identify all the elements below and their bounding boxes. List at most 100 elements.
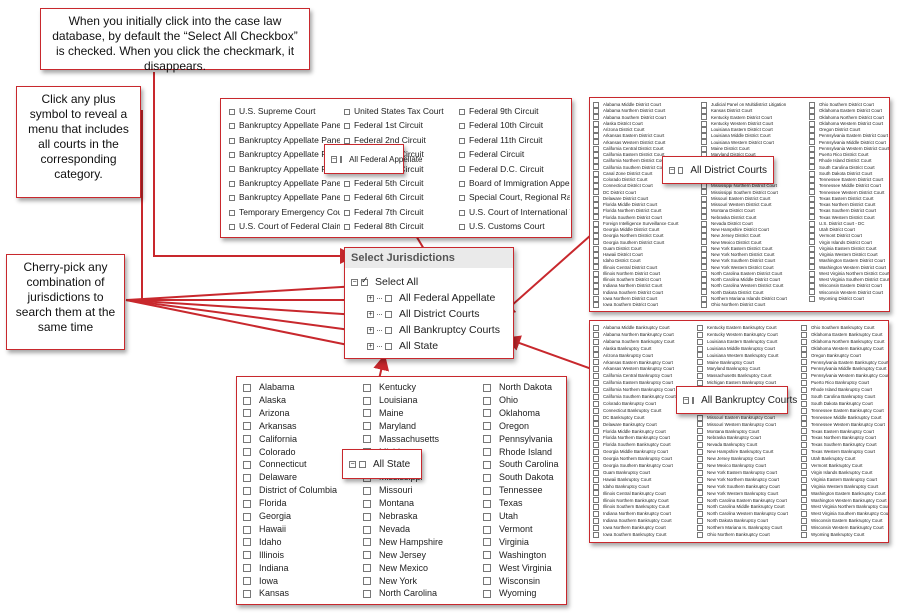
checkbox[interactable] <box>243 499 251 508</box>
checkbox[interactable] <box>801 524 807 531</box>
checkbox[interactable] <box>697 524 703 531</box>
checkbox[interactable] <box>593 214 599 221</box>
checkbox[interactable] <box>229 209 235 216</box>
checkbox[interactable] <box>801 393 807 400</box>
checkbox[interactable] <box>593 245 599 252</box>
list-item[interactable]: Arizona Bankruptcy Court <box>593 352 693 360</box>
checkbox[interactable] <box>701 276 707 283</box>
list-item[interactable]: Maine Bankruptcy Court <box>697 359 797 367</box>
checkbox[interactable] <box>243 538 251 547</box>
list-item[interactable]: Florida <box>243 497 359 510</box>
list-item[interactable]: California Southern Bankruptcy Court <box>593 393 693 401</box>
list-item[interactable]: Washington Western Bankruptcy Court <box>801 497 888 505</box>
checkbox[interactable] <box>593 476 599 483</box>
checkbox[interactable] <box>593 428 599 435</box>
list-item[interactable]: New Hampshire District Court <box>701 226 805 234</box>
checkbox[interactable] <box>701 245 707 252</box>
list-item[interactable]: DC District Court <box>593 189 697 197</box>
list-item[interactable]: Tennessee <box>483 484 566 497</box>
checkbox[interactable] <box>593 373 599 380</box>
checkbox[interactable] <box>697 462 703 469</box>
checkbox[interactable] <box>593 233 599 240</box>
list-item[interactable]: West Virginia Northern District Court <box>809 270 889 278</box>
list-item[interactable]: Alabama Southern District Court <box>593 114 697 122</box>
list-item[interactable]: Federal 8th Circuit <box>344 220 455 232</box>
checkbox[interactable] <box>593 151 599 158</box>
checkbox[interactable] <box>483 499 491 508</box>
list-item[interactable]: Florida Northern District Court <box>593 207 697 215</box>
list-item[interactable]: Oregon Bankruptcy Court <box>801 352 888 360</box>
checkbox[interactable] <box>697 476 703 483</box>
list-item[interactable]: Texas Northern Bankruptcy Court <box>801 434 888 442</box>
checkbox[interactable] <box>593 455 599 462</box>
list-item[interactable]: New Hampshire Bankruptcy Court <box>697 448 797 456</box>
checkbox[interactable] <box>483 435 491 444</box>
list-item[interactable]: Oklahoma Western Bankruptcy Court <box>801 345 888 353</box>
checkbox[interactable] <box>593 295 599 302</box>
checkbox[interactable] <box>593 407 599 414</box>
list-item[interactable]: Delaware Bankruptcy Court <box>593 421 693 429</box>
list-item[interactable]: Ohio Northern Bankruptcy Court <box>697 531 797 539</box>
checkbox[interactable] <box>483 396 491 405</box>
list-item[interactable]: Bankruptcy Appellate Panel of the Tenth … <box>229 191 340 203</box>
checkbox[interactable] <box>809 214 815 221</box>
list-item[interactable]: West Virginia Southern District Court <box>809 276 889 284</box>
list-item[interactable]: Colorado District Court <box>593 176 697 184</box>
list-item[interactable]: New Hampshire <box>363 536 479 549</box>
list-item[interactable]: California Central Bankruptcy Court <box>593 372 693 380</box>
checkbox[interactable] <box>593 276 599 283</box>
checkbox[interactable] <box>801 400 807 407</box>
list-item[interactable]: North Carolina Eastern District Court <box>701 270 805 278</box>
list-item[interactable]: Oklahoma Eastern Bankruptcy Court <box>801 331 888 339</box>
checkbox[interactable] <box>385 294 392 302</box>
checkbox[interactable] <box>701 239 707 246</box>
checkbox[interactable] <box>801 462 807 469</box>
list-item[interactable]: North Carolina Middle Bankruptcy Court <box>697 503 797 511</box>
list-item[interactable]: Missouri Western Bankruptcy Court <box>697 421 797 429</box>
checkbox[interactable] <box>593 164 599 171</box>
checkbox[interactable] <box>459 195 465 202</box>
minus-icon[interactable]: − <box>669 166 676 174</box>
checkbox[interactable] <box>385 326 392 334</box>
minus-icon[interactable]: − <box>331 155 338 163</box>
list-item[interactable]: Connecticut Bankruptcy Court <box>593 407 693 415</box>
checkbox[interactable] <box>593 352 599 359</box>
checkbox[interactable] <box>363 499 371 508</box>
list-item[interactable]: Kansas <box>243 587 359 600</box>
list-item[interactable]: Oklahoma Northern Bankruptcy Court <box>801 338 888 346</box>
checkbox[interactable] <box>243 525 251 534</box>
checkbox[interactable] <box>809 226 815 233</box>
list-item[interactable]: U.S. Court of International Trade <box>459 206 570 218</box>
list-item[interactable]: Arizona <box>243 407 359 420</box>
checkbox[interactable] <box>344 108 350 115</box>
checkbox[interactable] <box>483 486 491 495</box>
checkbox[interactable] <box>483 448 491 457</box>
list-item[interactable]: Alabama Northern District Court <box>593 107 697 115</box>
list-item[interactable]: Pennsylvania <box>483 433 566 446</box>
list-item[interactable]: New Jersey District Court <box>701 232 805 240</box>
list-item[interactable]: Texas Eastern District Court <box>809 195 889 203</box>
checkbox[interactable] <box>593 126 599 133</box>
minus-icon[interactable]: − <box>349 460 356 468</box>
list-item[interactable]: Louisiana Western Bankruptcy Court <box>697 352 797 360</box>
checkbox[interactable] <box>363 409 371 418</box>
checkbox[interactable] <box>697 435 703 442</box>
list-item[interactable]: Colorado Bankruptcy Court <box>593 400 693 408</box>
list-item[interactable]: Montana Bankruptcy Court <box>697 428 797 436</box>
checkbox[interactable] <box>701 270 707 277</box>
list-item[interactable]: Wisconsin Western District Court <box>809 289 889 297</box>
list-item[interactable]: Iowa <box>243 575 359 588</box>
checkbox[interactable] <box>809 176 815 183</box>
checkbox[interactable] <box>809 295 815 302</box>
checkbox[interactable] <box>593 449 599 456</box>
list-item[interactable]: Massachusetts <box>363 433 479 446</box>
list-item[interactable]: Nebraska District Court <box>701 214 805 222</box>
tree-row-federal-appellate[interactable]: + All Federal Appellate <box>367 292 495 304</box>
checkbox[interactable] <box>701 251 707 258</box>
checkbox[interactable] <box>809 239 815 246</box>
checkbox[interactable] <box>363 383 371 392</box>
list-item[interactable]: Idaho <box>243 536 359 549</box>
list-item[interactable]: Virginia Eastern District Court <box>809 245 889 253</box>
list-item[interactable]: Ohio Southern Bankruptcy Court <box>801 324 888 332</box>
list-item[interactable]: Pennsylvania Middle Bankruptcy Court <box>801 365 888 373</box>
